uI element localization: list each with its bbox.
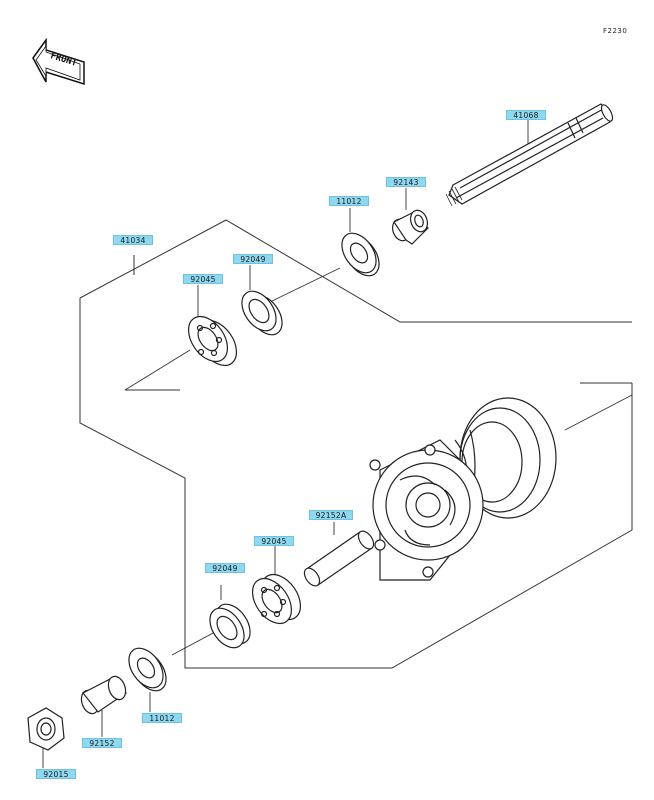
- wheel-hub-part: [369, 397, 557, 581]
- part-tag-92152[interactable]: 92152: [82, 738, 122, 748]
- part-tag-92143[interactable]: 92143: [386, 177, 426, 187]
- part-tag-92015[interactable]: 92015: [36, 769, 76, 779]
- part-tag-11012-top[interactable]: 11012: [329, 196, 369, 206]
- washer-part-top: [341, 232, 380, 277]
- front-arrow-icon: FRONT: [32, 37, 85, 86]
- part-tag-41034[interactable]: 41034: [113, 235, 153, 245]
- bearing-part-top: [187, 315, 238, 367]
- collar-part-92143: [391, 209, 429, 245]
- part-tag-92049-top[interactable]: 92049: [233, 254, 273, 264]
- washer-part-bottom: [128, 647, 167, 692]
- nut-part: [27, 707, 65, 751]
- part-tag-92045-top[interactable]: 92045: [183, 274, 223, 284]
- axle-part: [445, 103, 614, 207]
- collar-part-92152: [80, 675, 127, 715]
- part-tag-92152A[interactable]: 92152A: [309, 510, 353, 520]
- part-tag-41068[interactable]: 41068: [506, 110, 546, 120]
- spacer-part-92152A: [303, 530, 375, 587]
- bearing-part-bottom: [251, 573, 302, 625]
- leader-lines: [42, 120, 633, 768]
- part-tag-11012-bottom[interactable]: 11012: [142, 713, 182, 723]
- part-tag-92049-bottom[interactable]: 92049: [205, 563, 245, 573]
- oil-seal-part-top: [241, 290, 283, 336]
- part-tag-92045-bottom[interactable]: 92045: [254, 536, 294, 546]
- oil-seal-part-bottom: [209, 603, 251, 649]
- figure-reference: F2230: [603, 27, 628, 35]
- assembly-bracket-outline: [79, 219, 633, 669]
